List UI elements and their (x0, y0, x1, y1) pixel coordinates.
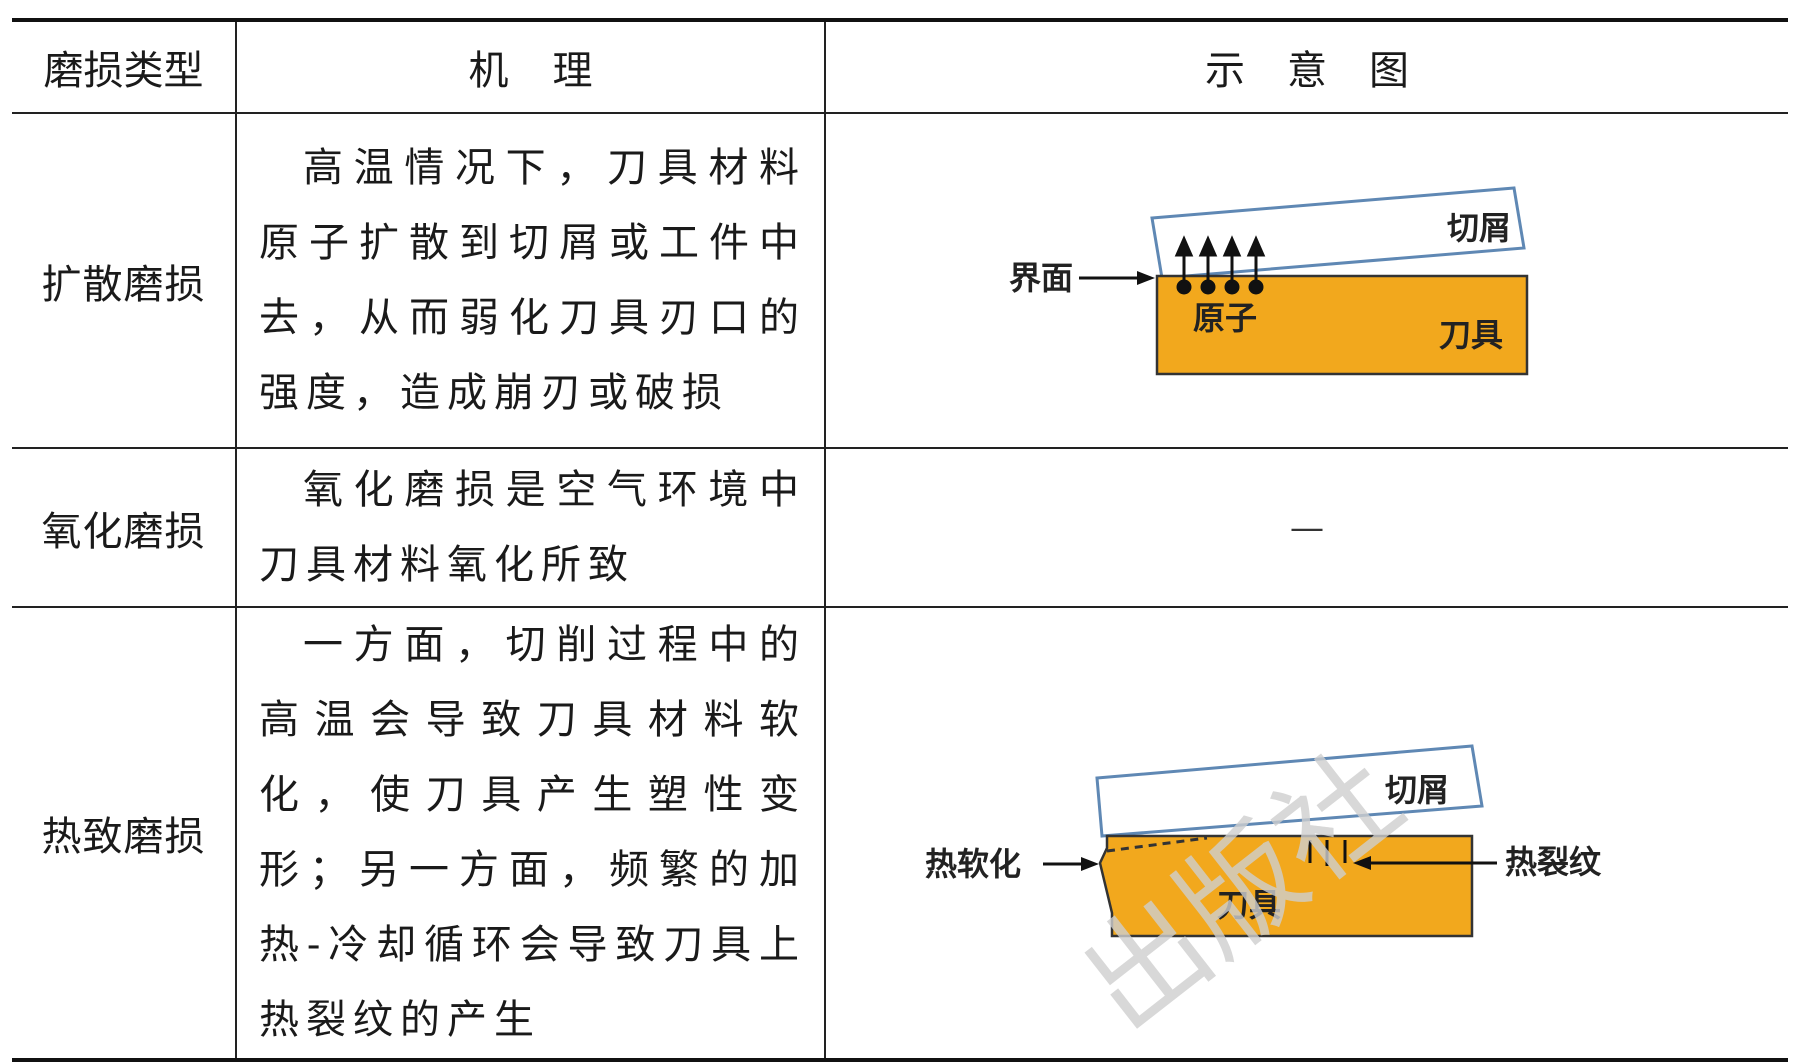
table-row: 扩散磨损 高温情况下，刀具材料原子扩散到切屑或工件中去，从而弱化刀具刃口的强度，… (12, 113, 1788, 448)
interface-label: 界面 (1009, 259, 1073, 297)
diagram-cell: — (824, 448, 1788, 607)
tool-shape (1098, 834, 1474, 938)
header-type: 磨损类型 (12, 20, 237, 113)
softening-boundary (1106, 836, 1208, 853)
softening-label: 热软化 (925, 845, 1021, 883)
tool-shape (1155, 274, 1529, 375)
table-row: 热致磨损 一方面，切削过程中的高温会导致刀具材料软化，使刀具产生塑性变形；另一方… (12, 607, 1788, 1060)
header-mechanism-text: 机理 (468, 48, 637, 94)
tool-wear-table: 磨损类型 机理 示意图 扩散磨损 高温情况下，刀具材料原子扩散到切屑或工件中去，… (12, 18, 1788, 1062)
chip-shape (1095, 744, 1484, 838)
mechanism-text: 氧化磨损是空气环境中刀具材料氧化所致 (259, 466, 806, 588)
chip-shape (1150, 185, 1526, 280)
diagram-cell: 切屑 刀具 原子 界面 (824, 113, 1788, 448)
header-row: 磨损类型 机理 示意图 (12, 20, 1788, 113)
crack-arrow (1353, 856, 1497, 870)
header-diagram: 示意图 (824, 20, 1788, 113)
chip-label: 切屑 (1447, 209, 1511, 247)
header-mechanism: 机理 (235, 20, 826, 113)
wear-type-cell: 扩散磨损 (12, 113, 237, 448)
tool-label: 刀具 (1439, 316, 1503, 354)
page: 磨损类型 机理 示意图 扩散磨损 高温情况下，刀具材料原子扩散到切屑或工件中去，… (12, 20, 1788, 1060)
mechanism-text: 高温情况下，刀具材料原子扩散到切屑或工件中去，从而弱化刀具刃口的强度，造成崩刃或… (259, 144, 806, 416)
atom-label: 原子 (1193, 299, 1257, 337)
interface-arrow (1079, 270, 1155, 285)
diagram-cell: 切屑 刀具 热软化 (824, 607, 1788, 1060)
mechanism-cell: 高温情况下，刀具材料原子扩散到切屑或工件中去，从而弱化刀具刃口的强度，造成崩刃或… (235, 113, 826, 448)
mechanism-text: 一方面，切削过程中的高温会导致刀具材料软化，使刀具产生塑性变形；另一方面，频繁的… (259, 622, 806, 1043)
crack-label: 热裂纹 (1505, 843, 1602, 881)
diffusion-wear-diagram: 切屑 刀具 原子 界面 (1009, 185, 1529, 375)
atom-arrows (1174, 234, 1266, 294)
thermal-wear-diagram: 切屑 刀具 热软化 (925, 744, 1602, 938)
mechanism-cell: 一方面，切削过程中的高温会导致刀具材料软化，使刀具产生塑性变形；另一方面，频繁的… (235, 607, 826, 1060)
tool-label: 刀具 (1217, 886, 1281, 924)
thermal-cracks (1308, 840, 1347, 866)
wear-type-cell: 氧化磨损 (12, 448, 237, 607)
wear-type-cell: 热致磨损 (12, 607, 237, 1060)
table-row: 氧化磨损 氧化磨损是空气环境中刀具材料氧化所致 — (12, 448, 1788, 607)
chip-label: 切屑 (1385, 771, 1449, 809)
softening-arrow (1043, 857, 1099, 871)
header-diagram-text: 示意图 (1205, 48, 1451, 94)
mechanism-cell: 氧化磨损是空气环境中刀具材料氧化所致 (235, 448, 826, 607)
